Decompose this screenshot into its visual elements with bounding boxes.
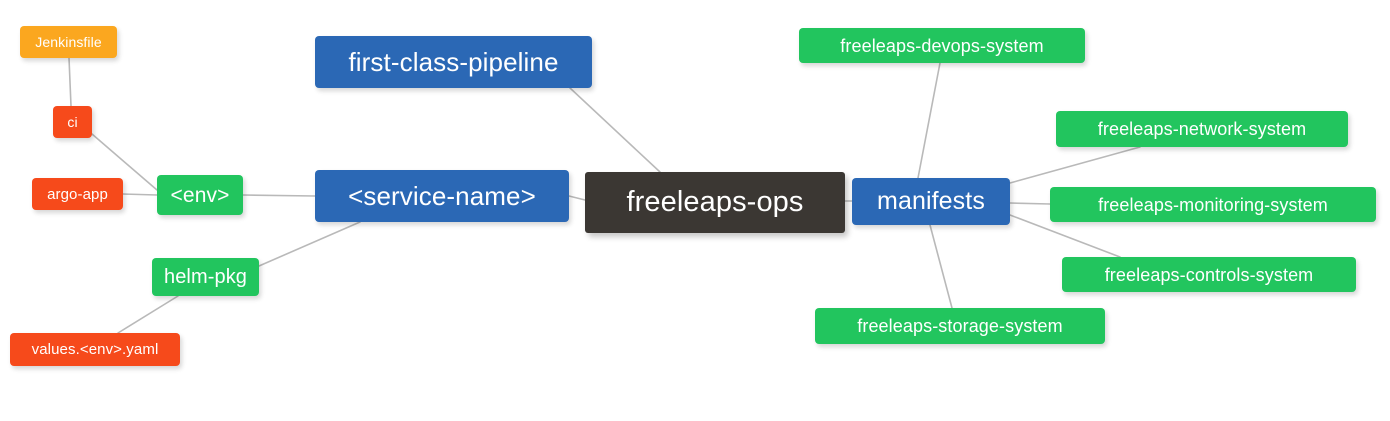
- edge-service-name-to-freeleaps-ops: [568, 195, 586, 201]
- node-label-helm-pkg: helm-pkg: [163, 266, 248, 288]
- edge-manifests-to-monitoring-system: [1009, 202, 1051, 205]
- node-first-class-pipeline[interactable]: first-class-pipeline: [315, 36, 592, 88]
- edge-env-to-service-name: [242, 194, 316, 197]
- node-label-values-yaml: values.<env>.yaml: [31, 341, 159, 358]
- node-network-system[interactable]: freeleaps-network-system: [1056, 111, 1348, 147]
- node-label-jenkinsfile: Jenkinsfile: [35, 34, 102, 50]
- node-argo-app[interactable]: argo-app: [32, 178, 123, 210]
- edge-manifests-to-network-system: [1009, 146, 1141, 184]
- node-values-yaml[interactable]: values.<env>.yaml: [10, 333, 180, 366]
- edge-manifests-to-storage-system: [929, 224, 953, 309]
- edge-first-class-pipeline-to-freeleaps-ops: [569, 87, 661, 173]
- edge-helm-pkg-to-values-yaml: [117, 295, 179, 334]
- node-storage-system[interactable]: freeleaps-storage-system: [815, 308, 1105, 344]
- node-manifests[interactable]: manifests: [852, 178, 1010, 225]
- node-label-controls-system: freeleaps-controls-system: [1104, 264, 1314, 285]
- node-label-env: <env>: [170, 183, 230, 207]
- node-label-service-name: <service-name>: [348, 181, 536, 211]
- node-monitoring-system[interactable]: freeleaps-monitoring-system: [1050, 187, 1376, 222]
- node-label-argo-app: argo-app: [47, 185, 108, 203]
- node-label-first-class-pipeline: first-class-pipeline: [348, 47, 559, 77]
- node-freeleaps-ops[interactable]: freeleaps-ops: [585, 172, 845, 233]
- node-jenkinsfile[interactable]: Jenkinsfile: [20, 26, 117, 58]
- node-service-name[interactable]: <service-name>: [315, 170, 569, 222]
- node-ci[interactable]: ci: [53, 106, 92, 138]
- node-label-network-system: freeleaps-network-system: [1097, 119, 1307, 139]
- node-controls-system[interactable]: freeleaps-controls-system: [1062, 257, 1356, 292]
- node-label-manifests: manifests: [877, 187, 985, 215]
- node-label-monitoring-system: freeleaps-monitoring-system: [1098, 194, 1328, 215]
- edge-argo-app-to-env: [122, 193, 158, 196]
- edge-manifests-to-devops-system: [917, 62, 941, 179]
- node-helm-pkg[interactable]: helm-pkg: [152, 258, 259, 296]
- node-label-storage-system: freeleaps-storage-system: [857, 316, 1063, 336]
- node-label-devops-system: freeleaps-devops-system: [840, 35, 1044, 56]
- node-env[interactable]: <env>: [157, 175, 243, 215]
- edge-jenkinsfile-to-ci: [68, 57, 72, 107]
- node-label-ci: ci: [67, 114, 78, 130]
- node-label-freeleaps-ops: freeleaps-ops: [626, 186, 804, 218]
- node-devops-system[interactable]: freeleaps-devops-system: [799, 28, 1085, 63]
- edge-service-name-to-helm-pkg: [258, 221, 361, 267]
